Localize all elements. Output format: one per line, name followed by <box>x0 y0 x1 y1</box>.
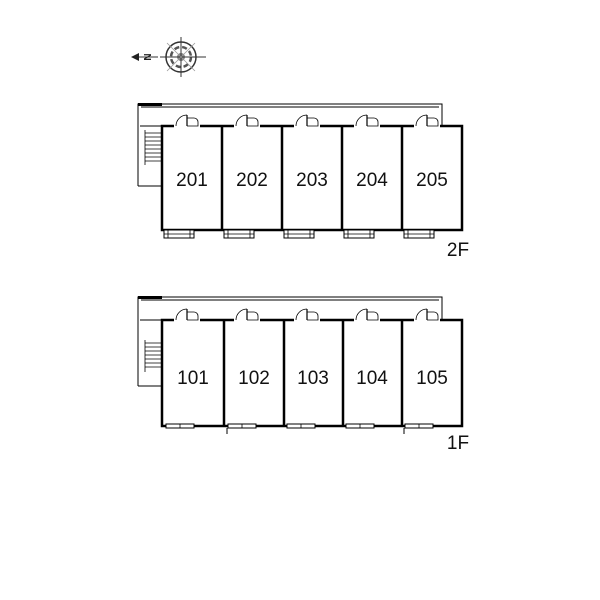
balcony-icon <box>163 229 195 239</box>
unit-label-204: 204 <box>356 170 388 191</box>
floor-2f-plan: 201 202 203 204 205 2F <box>137 103 469 261</box>
balcony-icon <box>343 229 375 239</box>
door-icon <box>294 114 320 128</box>
floor-label-2f: 2F <box>447 240 469 261</box>
north-letter: N <box>143 53 154 60</box>
unit-label-104: 104 <box>356 368 388 389</box>
unit-label-202: 202 <box>236 170 268 191</box>
window-icon <box>345 423 375 429</box>
door-icon <box>174 114 200 128</box>
door-icon <box>174 308 200 322</box>
unit-label-201: 201 <box>176 170 208 191</box>
floor-label-1f: 1F <box>447 433 469 454</box>
window-icon <box>286 423 316 429</box>
floor-1f-plan: 101 102 103 104 105 1F <box>137 296 469 454</box>
window-icon <box>403 423 434 434</box>
balcony-icon <box>403 229 435 239</box>
stairs-icon <box>140 125 163 168</box>
stairs-icon <box>140 319 163 372</box>
unit-label-105: 105 <box>416 368 448 389</box>
balcony-icon <box>283 229 315 239</box>
unit-label-205: 205 <box>416 170 448 191</box>
door-icon <box>294 308 320 322</box>
door-icon <box>234 114 260 128</box>
window-icon <box>226 423 257 434</box>
door-icon <box>234 308 260 322</box>
door-icon <box>354 114 380 128</box>
window-icon <box>165 423 195 429</box>
unit-label-103: 103 <box>297 368 329 389</box>
balcony-icon <box>223 229 255 239</box>
north-arrow-icon <box>131 53 139 61</box>
unit-label-101: 101 <box>177 368 209 389</box>
unit-label-203: 203 <box>296 170 328 191</box>
door-icon <box>414 308 440 322</box>
unit-label-102: 102 <box>238 368 270 389</box>
door-icon <box>354 308 380 322</box>
door-icon <box>414 114 440 128</box>
compass-rose-icon: N <box>131 37 206 77</box>
